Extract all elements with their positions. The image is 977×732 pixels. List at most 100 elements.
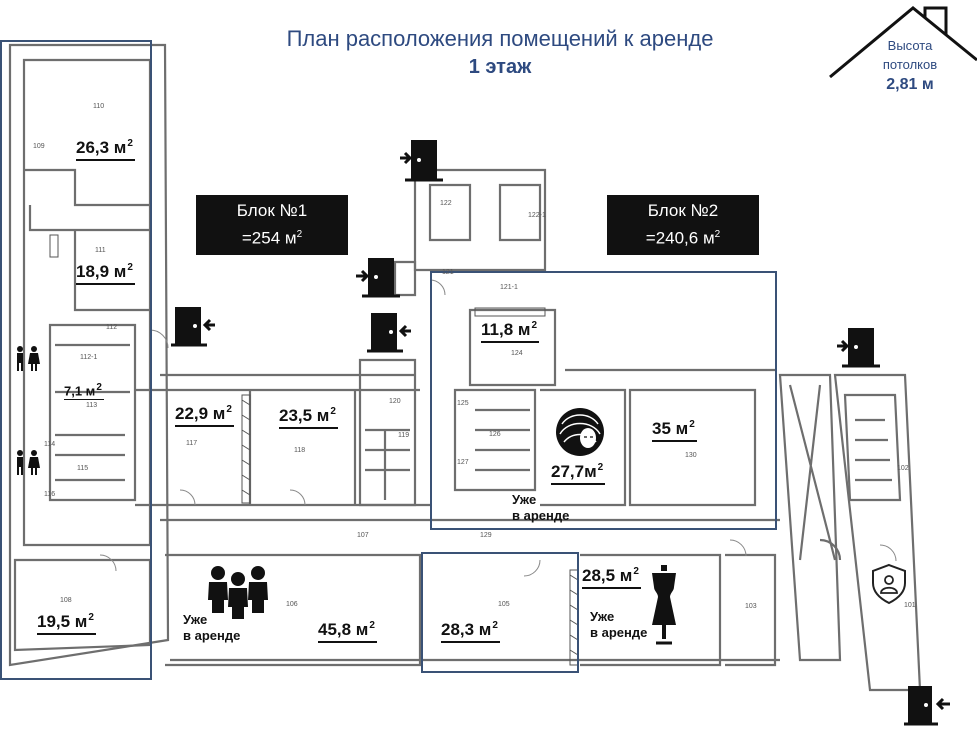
room-number: 130 [685, 452, 697, 459]
door-swings [99, 279, 897, 577]
room-number: 110 [93, 103, 105, 110]
room-number: 129 [480, 532, 492, 539]
room-124-area[interactable]: 11,8 м2 [481, 320, 540, 343]
entrance-icon [400, 140, 443, 182]
room-number: 122 [440, 200, 452, 207]
rented-label-block2: Уже в аренде [512, 492, 569, 524]
ceiling-label-line1: Высота [887, 38, 933, 53]
room-number: 119 [398, 432, 410, 439]
rented-line1: Уже [512, 492, 537, 507]
room-number: 106 [286, 601, 298, 608]
room-106-area-text: 45,8 м [318, 620, 369, 639]
restroom-icon [17, 346, 40, 371]
room-number: 126 [489, 431, 501, 438]
frame-block-2 [430, 271, 777, 530]
room-113-area-text: 7,1 м [64, 383, 96, 399]
room-number: 117 [186, 440, 198, 447]
room-number: 120 [389, 398, 401, 405]
rented-line2: в аренде [590, 625, 648, 640]
room-117-area[interactable]: 22,9 м2 [175, 404, 234, 427]
room-number: 125 [457, 400, 469, 407]
room-108-area[interactable]: 19,5 м2 [37, 612, 96, 635]
room-number: 109 [33, 143, 45, 150]
room-106-area-sup: 2 [369, 620, 375, 632]
security-shield-icon [872, 563, 906, 605]
room-130-area[interactable]: 35 м2 [652, 419, 697, 442]
rented-line1: Уже [183, 612, 208, 627]
rented-label-104: Уже в аренде [590, 609, 647, 641]
room-130-area-text: 35 м [652, 419, 689, 438]
room-number: 111 [95, 247, 106, 254]
room-number: 122-1 [528, 212, 546, 219]
floor-label: 1 этаж [468, 56, 532, 78]
room-118-area-sup: 2 [330, 406, 336, 418]
entrance-icon [356, 258, 400, 298]
room-number: 121-1 [500, 284, 518, 291]
room-124-area-sup: 2 [531, 320, 538, 332]
house-icon [829, 6, 977, 79]
room-113-area-sup: 2 [96, 382, 102, 393]
walls [8, 43, 922, 692]
room-118-area-text: 23,5 м [279, 406, 330, 425]
block-1-area: =254 м [241, 228, 297, 248]
room-number: 103 [745, 603, 757, 610]
room-118-area[interactable]: 23,5 м2 [279, 406, 338, 429]
entrance-icon [837, 328, 880, 368]
room-111-area[interactable]: 18,9 м2 [76, 262, 135, 285]
block-1-name: Блок №1 [236, 201, 308, 220]
room-108-area-sup: 2 [88, 612, 94, 624]
entrance-icon [904, 686, 950, 726]
frame-room-105 [421, 552, 579, 673]
room-number: 114 [44, 441, 56, 448]
room-105-area[interactable]: 28,3 м2 [441, 620, 500, 643]
lease-frames [0, 40, 777, 680]
frame-west-wing [0, 40, 152, 680]
room-number: 121 [442, 269, 454, 276]
room-110-area-text: 26,3 м [76, 138, 127, 157]
block-1-badge: Блок №1 =254 м2 [196, 195, 348, 255]
room-104-area-text: 28,5 м [582, 566, 633, 585]
rented-label-106: Уже в аренде [183, 612, 240, 644]
block-2-name: Блок №2 [647, 201, 719, 220]
room-number: 107 [357, 532, 369, 539]
rented-line1: Уже [590, 609, 615, 624]
office-people-icon [208, 566, 268, 619]
room-104-area-sup: 2 [633, 566, 639, 578]
room-number: 113 [86, 402, 98, 409]
room-108-area-text: 19,5 м [37, 612, 88, 631]
room-105-area-text: 28,3 м [441, 620, 492, 639]
block-1-area-sup: 2 [296, 229, 303, 240]
restroom-icon [17, 450, 40, 475]
room-salon-area-sup: 2 [597, 462, 604, 474]
room-130-area-sup: 2 [689, 419, 695, 431]
room-number: 112-1 [80, 354, 98, 361]
block-2-badge: Блок №2 =240,6 м2 [607, 195, 759, 255]
rented-line2: в аренде [183, 628, 241, 643]
room-salon-area[interactable]: 27,7м2 [551, 462, 606, 485]
plan-title: План расположения помещений к аренде [286, 26, 714, 51]
room-number: 116 [44, 491, 56, 498]
ceiling-value: 2,81 м [886, 76, 934, 93]
room-113-area[interactable]: 7,1 м2 [64, 382, 104, 401]
block-2-area: =240,6 м [645, 228, 715, 248]
room-number: 105 [498, 601, 510, 608]
room-111-area-text: 18,9 м [76, 262, 127, 281]
room-salon-area-text: 27,7м [551, 462, 597, 481]
room-106-area[interactable]: 45,8 м2 [318, 620, 377, 643]
room-117-area-sup: 2 [226, 404, 232, 416]
room-number: 108 [60, 597, 72, 604]
room-110-area[interactable]: 26,3 м2 [76, 138, 135, 161]
room-104-area[interactable]: 28,5 м2 [582, 566, 641, 589]
room-124-area-text: 11,8 м [481, 320, 531, 339]
room-number: 124 [511, 350, 523, 357]
hair-salon-icon [556, 408, 604, 456]
room-number: 115 [77, 465, 89, 472]
room-number: 102 [897, 465, 909, 472]
ceiling-label-line2: потолков [882, 57, 938, 72]
block-2-area-sup: 2 [714, 229, 721, 240]
room-110-area-sup: 2 [127, 138, 133, 150]
room-111-area-sup: 2 [127, 262, 133, 274]
rented-line2: в аренде [512, 508, 570, 523]
room-number: 112 [106, 324, 118, 331]
